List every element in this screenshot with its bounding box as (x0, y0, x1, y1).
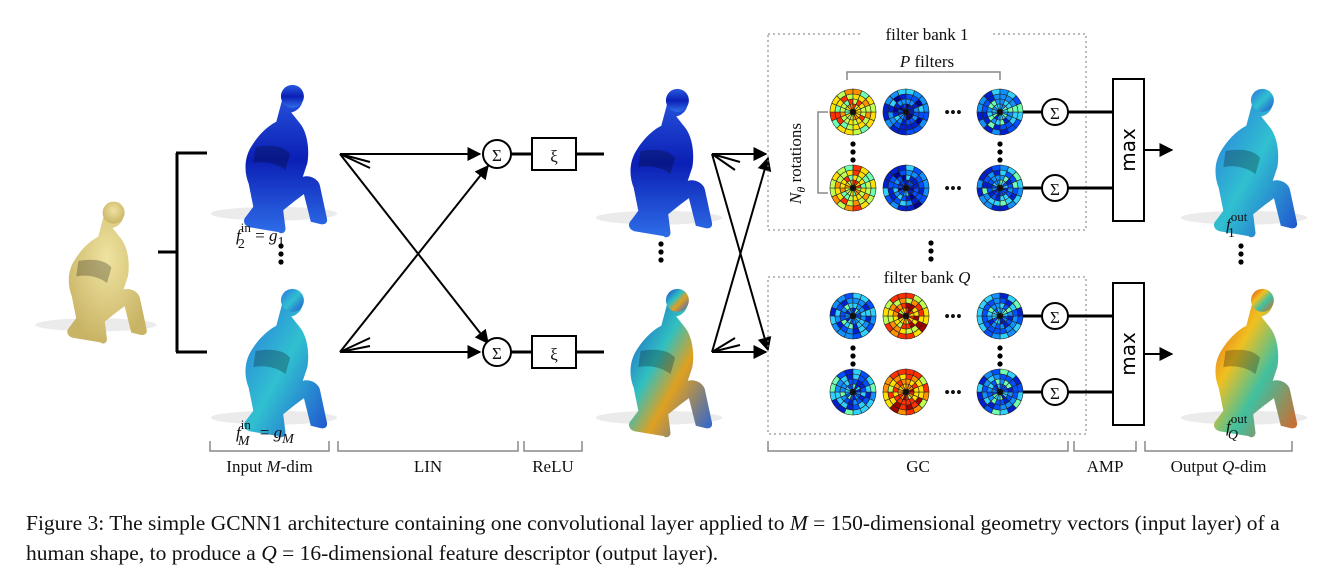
input-human-shape (35, 201, 157, 344)
caption-mid2: = 16-dimensional feature descriptor (out… (276, 541, 719, 565)
rotation-ellipsis (997, 141, 1003, 163)
filter-glyph (882, 368, 930, 416)
stage-bracket: Output Q-dim (1144, 441, 1293, 476)
stage-bracket: AMP (1073, 441, 1137, 476)
caption-mid1: = 150-dimensional geometry vectors (inpu… (26, 511, 1280, 565)
stage-bracket: GC (767, 441, 1069, 476)
stage-bracket: LIN (337, 441, 519, 476)
sum-symbol: Σ (492, 146, 502, 165)
filter-bank-title: filter bank 1 (885, 25, 968, 44)
caption-prefix: Figure 3: The simple GCNN1 architecture … (26, 511, 790, 535)
input-feature-shape-1 (210, 84, 338, 234)
sum-symbol: Σ (1050, 180, 1060, 199)
input-vertical-ellipsis (278, 243, 284, 265)
p-filters-bracket (846, 71, 1001, 80)
stage-label: ReLU (532, 457, 574, 476)
filter-ellipsis: ••• (944, 179, 962, 198)
relu-box (531, 137, 577, 171)
output-shape-1 (1180, 88, 1308, 238)
rotation-ellipsis (850, 141, 856, 163)
figure-caption: Figure 3: The simple GCNN1 architecture … (26, 508, 1326, 568)
sum-symbol: Σ (1050, 308, 1060, 327)
filter-ellipsis: ••• (944, 307, 962, 326)
filter-ellipsis: ••• (944, 103, 962, 122)
filter-glyph (829, 164, 877, 212)
filter-ellipsis: ••• (944, 383, 962, 402)
input-feature-shape-m (210, 288, 338, 438)
rotation-ellipsis (997, 345, 1003, 367)
filter-glyph (976, 368, 1024, 416)
rotation-ellipsis (850, 345, 856, 367)
filter-glyph (829, 88, 877, 136)
stage-label: LIN (414, 457, 442, 476)
output-vertical-ellipsis (1238, 243, 1244, 265)
linear-layer-connections (339, 147, 489, 359)
sum-symbol: Σ (1050, 384, 1060, 403)
max-label: max (1116, 128, 1140, 172)
relu-vertical-ellipsis (658, 241, 664, 263)
rotations-label: Nθ rotations (786, 123, 808, 205)
filter-glyph (882, 292, 930, 340)
gc-input-connections (711, 147, 772, 359)
filter-glyph (882, 164, 930, 212)
relu-symbol: ξ (550, 345, 558, 364)
output-shape-q (1180, 288, 1308, 438)
stage-bracket: ReLU (523, 441, 583, 476)
stage-label: Input M-dim (226, 457, 312, 476)
relu-output-shape-m (595, 288, 723, 438)
bank-vertical-ellipsis (928, 240, 934, 262)
filter-glyph (976, 88, 1024, 136)
filter-glyph (882, 88, 930, 136)
filter-bank-title: filter bank Q (884, 268, 971, 287)
sum-symbol: Σ (492, 344, 502, 363)
stage-label: AMP (1087, 457, 1124, 476)
relu-output-shape-1 (595, 88, 723, 238)
filter-glyph (976, 292, 1024, 340)
relu-symbol: ξ (550, 147, 558, 166)
filter-glyph (829, 292, 877, 340)
stage-bracket: Input M-dim (209, 441, 330, 476)
filter-glyph (976, 164, 1024, 212)
max-label: max (1116, 332, 1140, 376)
input-split-connector (158, 151, 207, 354)
sum-symbol: Σ (1050, 104, 1060, 123)
filter-glyph (829, 368, 877, 416)
max-pool-box (1112, 282, 1145, 426)
p-filters-label: P filters (899, 52, 954, 71)
rotations-bracket (817, 111, 828, 194)
caption-var-q: Q (261, 541, 277, 565)
stage-label: Output Q-dim (1171, 457, 1267, 476)
caption-var-m: M (789, 511, 808, 535)
max-pool-box (1112, 78, 1145, 222)
stage-label: GC (906, 457, 930, 476)
